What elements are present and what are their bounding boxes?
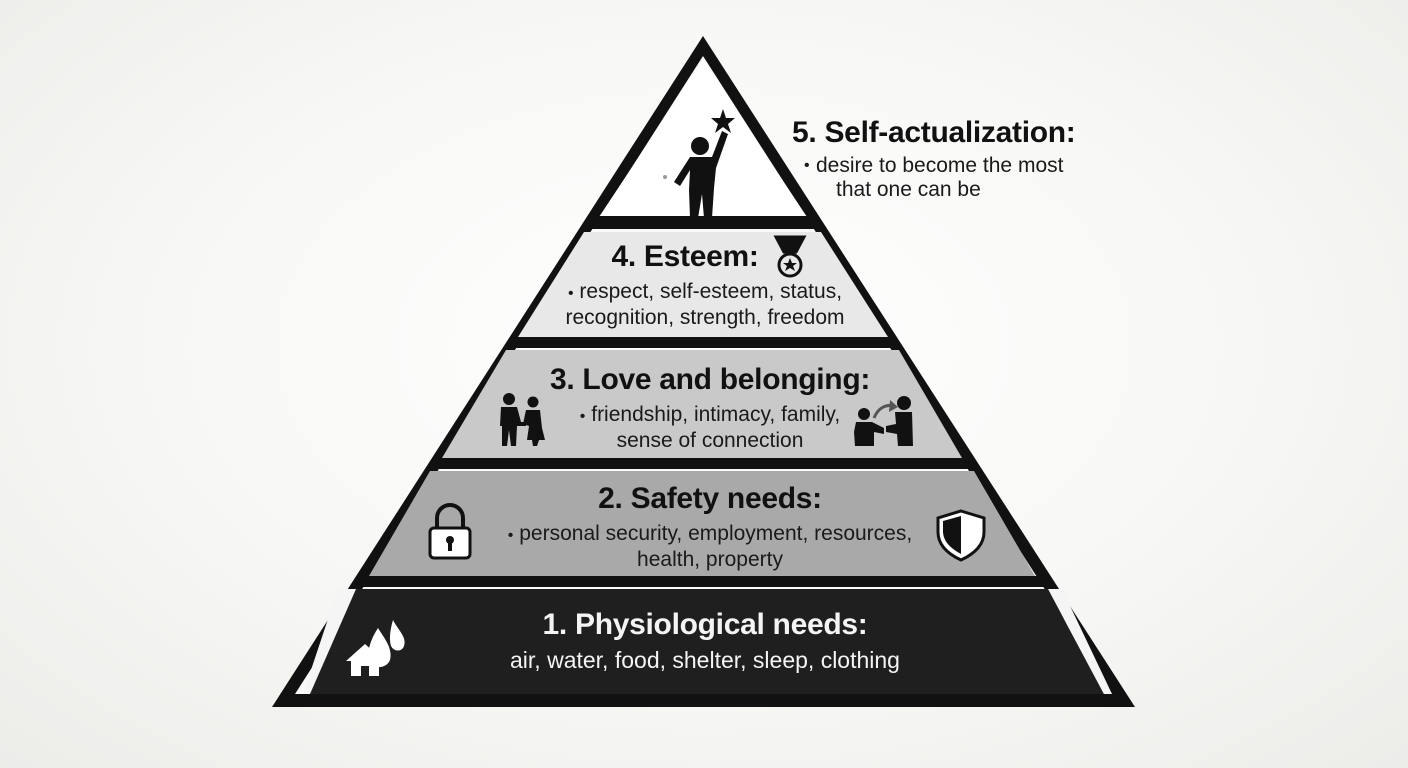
tier-1-edge-left (303, 589, 356, 694)
tier-1-edge-right (1048, 589, 1112, 694)
level-title: Self-actualization: (824, 116, 1076, 149)
tier-1-band (304, 589, 1104, 694)
description-line: respect, self-esteem, status, (579, 280, 843, 303)
level-5-description: • desire to become the most that one can … (804, 154, 1075, 202)
level-title: Love and belonging: (582, 363, 871, 396)
level-3-description: • friendship, intimacy, family, sense of… (540, 403, 880, 453)
level-1-text: 1. Physiological needs: air, water, food… (450, 608, 960, 672)
bullet: • (579, 408, 586, 425)
level-3-title: 3. Love and belonging: (540, 363, 880, 397)
tier-divider (360, 576, 1044, 587)
padlock-icon (428, 503, 472, 560)
level-title: Safety needs: (630, 482, 822, 515)
couple-holding-hands-icon (500, 393, 545, 446)
shield-icon (936, 509, 986, 562)
level-title: Esteem: (643, 240, 759, 273)
level-number: 2. (598, 482, 623, 515)
house-water-drops-icon (346, 620, 405, 676)
level-2-title: 2. Safety needs: (480, 482, 940, 516)
description-line: friendship, intimacy, family, (591, 403, 841, 426)
level-2-description: • personal security, employment, resourc… (480, 522, 940, 572)
people-embracing-icon (854, 396, 913, 446)
tier-2-band (369, 471, 1035, 576)
level-4-description: • respect, self-esteem, status, recognit… (540, 280, 870, 330)
tier-divider (588, 216, 818, 229)
level-1-description: air, water, food, shelter, sleep, clothi… (450, 648, 960, 672)
tier-3-band (442, 350, 962, 458)
level-4-title: 4. Esteem: (500, 240, 870, 274)
level-3-text: 3. Love and belonging: • friendship, int… (540, 363, 880, 453)
level-4-text: 4. Esteem: • respect, self-esteem, statu… (540, 240, 870, 330)
description-line: that one can be (836, 178, 981, 201)
bullet: • (567, 285, 574, 302)
level-5-text: 5. Self-actualization: • desire to become… (792, 116, 1076, 202)
description-line: desire to become the most (816, 154, 1064, 177)
tier-divider (509, 337, 897, 348)
description-line: sense of connection (616, 429, 804, 452)
bullet: • (507, 527, 514, 544)
tier-divider (433, 458, 971, 469)
level-1-title: 1. Physiological needs: (450, 608, 960, 642)
level-number: 4. (611, 240, 636, 273)
medal-icon (773, 235, 807, 278)
description-line: personal security, employment, resources… (519, 522, 913, 545)
level-number: 3. (549, 363, 575, 396)
level-2-text: 2. Safety needs: • personal security, em… (480, 482, 940, 572)
level-5-title: 5. Self-actualization: (792, 116, 1076, 150)
description-line: recognition, strength, freedom (565, 306, 845, 329)
description-line: air, water, food, shelter, sleep, clothi… (510, 647, 900, 673)
bullet: • (804, 157, 810, 174)
level-number: 5. (792, 116, 817, 149)
tier-4-band (518, 232, 888, 337)
level-title: Physiological needs: (575, 608, 868, 641)
description-line: health, property (637, 548, 783, 571)
level-number: 1. (542, 608, 568, 641)
person-reaching-star-icon (663, 109, 735, 218)
